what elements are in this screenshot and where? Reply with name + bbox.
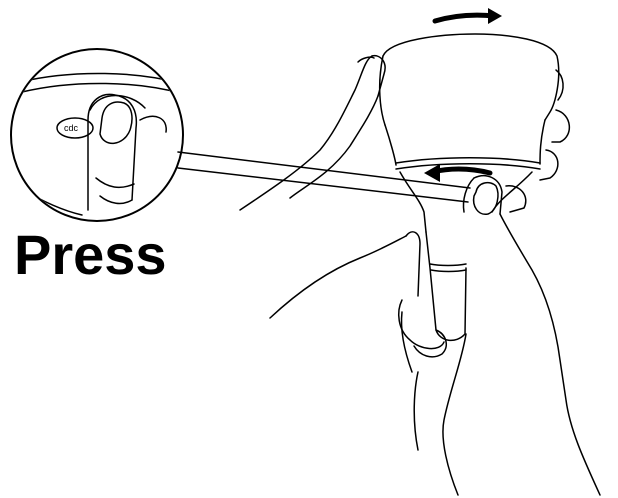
magnified-thumb	[88, 94, 136, 210]
device-head	[380, 34, 559, 169]
magnifier-circle: cdc	[11, 49, 190, 221]
rotate-arrow-top	[435, 8, 502, 24]
right-fingers	[506, 70, 569, 212]
left-hand-upper	[240, 56, 385, 210]
zoom-button-label: cdc	[64, 123, 79, 133]
lower-hand	[270, 214, 600, 495]
press-caption: Press	[14, 223, 167, 286]
rotate-arrow-bottom	[424, 164, 490, 182]
pressing-thumb	[463, 176, 502, 215]
